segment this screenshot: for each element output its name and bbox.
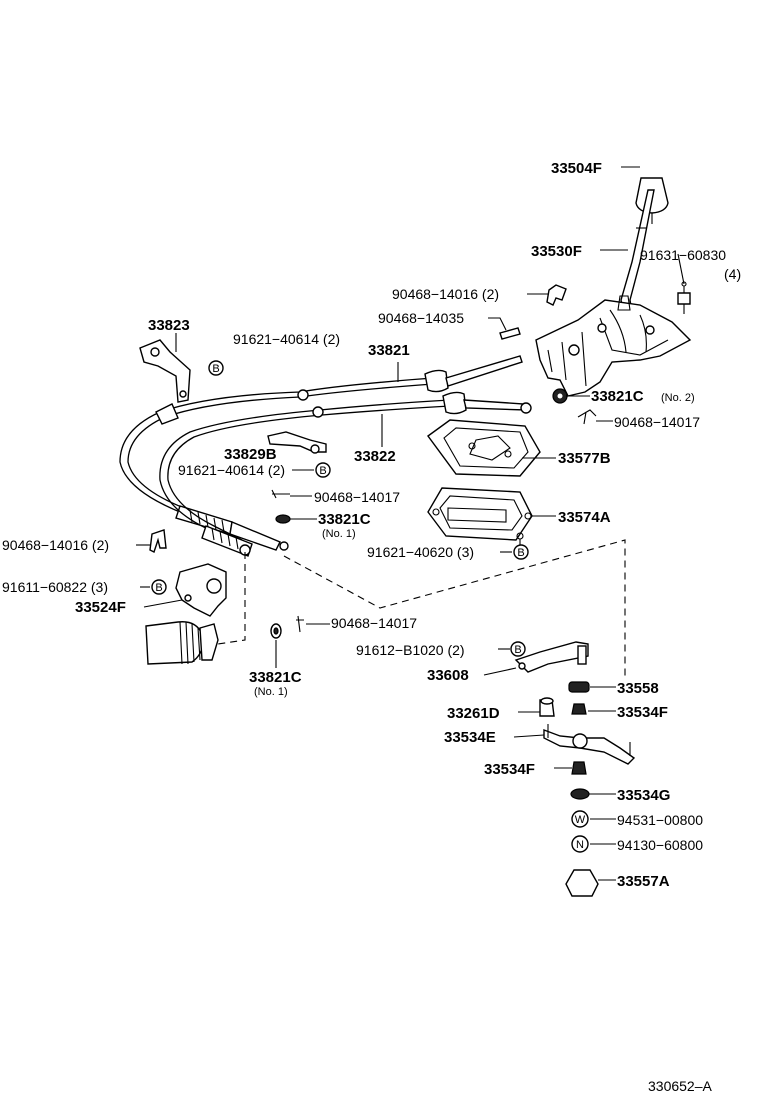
collar-33261D — [539, 697, 555, 717]
label-94130-60800: 94130−60800 — [617, 837, 703, 853]
svg-text:B: B — [212, 363, 219, 375]
clip-90468-14017-mid — [271, 489, 290, 499]
lever-33534E — [543, 724, 636, 765]
label-33534F-lower: 33534F — [484, 761, 535, 778]
diagram-code: 330652–A — [648, 1078, 713, 1094]
label-91631-60830: 91631−60830 — [640, 247, 726, 263]
label-33821C-no2-note: (No. 2) — [661, 392, 695, 404]
label-33530F: 33530F — [531, 243, 582, 260]
label-90468-14016-left: 90468−14016 (2) — [2, 537, 109, 553]
svg-text:W: W — [575, 814, 586, 826]
label-33821: 33821 — [368, 342, 410, 359]
label-90468-14017-low: 90468−14017 — [331, 615, 417, 631]
cover-33577B — [427, 419, 541, 477]
bracket-33829B — [267, 431, 327, 454]
washer-33534G — [570, 788, 590, 800]
label-33821C-no2: 33821C — [591, 388, 644, 405]
label-91612-B1020: 91612−B1020 (2) — [356, 642, 465, 658]
bushing-33821C-no2 — [552, 388, 568, 404]
label-33534F-upper: 33534F — [617, 704, 668, 721]
clip-90468-14017-top — [577, 409, 597, 425]
svg-text:B: B — [319, 465, 326, 477]
label-33821C-no1-b-note: (No. 1) — [254, 686, 288, 698]
plate-33574A — [427, 487, 533, 541]
washer-marker-icon: W — [571, 810, 589, 828]
label-91611-60822: 91611−60822 (3) — [2, 579, 108, 595]
label-33557A: 33557A — [617, 873, 670, 890]
svg-text:B: B — [514, 644, 521, 656]
shift-lever-housing — [535, 295, 692, 397]
bolt-marker-icon: B — [151, 579, 167, 595]
svg-text:B: B — [155, 582, 162, 594]
label-33524F: 33524F — [75, 599, 126, 616]
bolt-marker-icon: B — [510, 641, 526, 657]
transmission-shaft — [145, 621, 219, 665]
cable-33821 — [119, 355, 523, 551]
label-33823: 33823 — [148, 317, 190, 334]
knob-33557A — [565, 869, 599, 897]
bushing-33821C-no1-a — [275, 514, 291, 524]
label-33574A: 33574A — [558, 509, 611, 526]
bracket-33524F — [175, 563, 227, 617]
label-91621-40614-top: 91621−40614 (2) — [233, 331, 340, 347]
clip-90468-14017-low — [296, 615, 304, 633]
clip-90468-14016-top — [546, 284, 567, 306]
bushing-33534F-lower — [571, 761, 587, 775]
bolt-marker-icon: B — [315, 462, 331, 478]
label-91631-qty: (4) — [724, 266, 741, 282]
clip-90468-14016-left — [149, 529, 167, 553]
bushing-33534F-upper — [571, 703, 587, 715]
pin-90468-14035 — [499, 327, 521, 340]
label-33821C-no1-a: 33821C — [318, 511, 371, 528]
label-94531-00800: 94531−00800 — [617, 812, 703, 828]
svg-text:B: B — [517, 547, 524, 559]
bolt-marker-icon: B — [208, 360, 224, 376]
label-90468-14017-mid: 90468−14017 — [314, 489, 400, 505]
label-33821C-no1-a-note: (No. 1) — [322, 528, 356, 540]
label-33558: 33558 — [617, 680, 659, 697]
bolt-marker-icon: B — [513, 544, 529, 560]
cable-33822 — [159, 391, 532, 557]
nut-marker-icon: N — [571, 835, 589, 853]
label-33608: 33608 — [427, 667, 469, 684]
bracket-33823 — [139, 339, 191, 403]
label-91621-40614-mid: 91621−40614 (2) — [178, 462, 285, 478]
label-90468-14035: 90468−14035 — [378, 310, 464, 326]
label-33829B: 33829B — [224, 446, 277, 463]
label-33534E: 33534E — [444, 729, 496, 746]
label-33534G: 33534G — [617, 787, 670, 804]
bushing-33558 — [568, 681, 590, 693]
lever-33608 — [514, 641, 589, 673]
label-91621-40620: 91621−40620 (3) — [367, 544, 474, 560]
bolt-91631 — [677, 281, 691, 314]
label-90468-14016-top: 90468−14016 (2) — [392, 286, 499, 302]
label-33577B: 33577B — [558, 450, 611, 467]
label-33504F: 33504F — [551, 160, 602, 177]
label-90468-14017-top: 90468−14017 — [614, 414, 700, 430]
label-33822: 33822 — [354, 448, 396, 465]
bushing-33821C-no1-b — [270, 623, 282, 639]
label-33821C-no1-b: 33821C — [249, 669, 302, 686]
svg-text:N: N — [576, 839, 584, 851]
label-33261D: 33261D — [447, 705, 500, 722]
